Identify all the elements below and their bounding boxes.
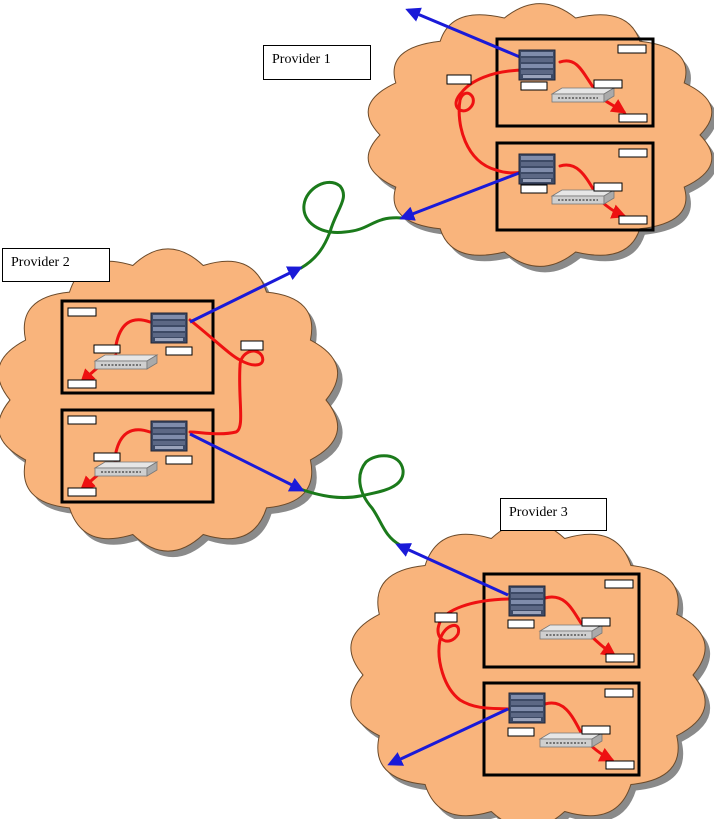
empty-tag <box>240 340 264 351</box>
switch-icon <box>94 354 158 370</box>
empty-tag <box>507 619 535 629</box>
external-link <box>189 266 303 324</box>
empty-tag <box>581 617 611 627</box>
empty-tag <box>165 455 193 465</box>
site-boxes <box>60 37 655 777</box>
provider-1-cloud <box>367 3 713 267</box>
switch-icon <box>539 732 603 748</box>
site-box <box>60 299 215 395</box>
empty-tag <box>93 344 121 354</box>
site-box <box>482 681 641 777</box>
empty-tag <box>67 379 97 389</box>
empty-tag <box>604 688 634 698</box>
switch-icon <box>94 461 158 477</box>
router-chassis-icon <box>508 585 546 617</box>
switch-icon <box>539 624 603 640</box>
peering-cables <box>298 180 405 547</box>
provider-1-label: Provider 1 <box>263 45 371 80</box>
router-chassis-icon <box>518 153 556 185</box>
empty-tag <box>507 727 535 737</box>
external-link <box>395 543 509 597</box>
empty-tag <box>605 760 635 770</box>
provider-3-label: Provider 3 <box>500 498 607 531</box>
empty-tag <box>617 44 647 54</box>
site-box <box>482 572 641 669</box>
external-link <box>387 707 509 766</box>
empty-tag <box>581 725 611 735</box>
intra-link <box>114 318 152 347</box>
empty-tag <box>618 215 648 225</box>
empty-tag <box>165 346 193 356</box>
external-links <box>189 7 528 766</box>
intra-link <box>188 318 265 436</box>
external-link <box>189 432 305 492</box>
peering-cable-p1-p2 <box>299 180 404 270</box>
provider-2-label: Provider 2 <box>2 248 110 282</box>
switch-icon <box>551 87 615 103</box>
intra-link <box>454 68 529 175</box>
router-chassis-icon <box>150 312 188 344</box>
provider-3-cloud <box>350 521 706 819</box>
empty-tag <box>67 415 97 425</box>
empty-tag <box>434 612 458 623</box>
empty-tag <box>520 81 548 91</box>
intra-link <box>114 428 152 454</box>
empty-tag <box>446 74 472 85</box>
peering-cable-p2-p3 <box>298 454 405 547</box>
router-chassis-icon <box>518 49 556 81</box>
site-box <box>60 408 215 504</box>
router-chassis-icon <box>508 692 546 724</box>
empty-tag <box>593 182 623 192</box>
router-chassis-icon <box>150 420 188 452</box>
switch-icon <box>551 189 615 205</box>
external-link <box>399 168 528 221</box>
site-box <box>495 141 655 232</box>
empty-tag <box>618 113 648 123</box>
empty-tag <box>605 653 635 663</box>
empty-tag <box>67 307 97 317</box>
placeholder-tags <box>67 44 648 770</box>
empty-tag <box>604 579 634 589</box>
empty-tag <box>520 184 548 194</box>
empty-tag <box>618 148 648 158</box>
external-link <box>405 7 528 62</box>
site-box <box>495 37 655 128</box>
empty-tag <box>593 79 623 89</box>
empty-tag <box>93 452 121 462</box>
empty-tag <box>67 487 97 497</box>
